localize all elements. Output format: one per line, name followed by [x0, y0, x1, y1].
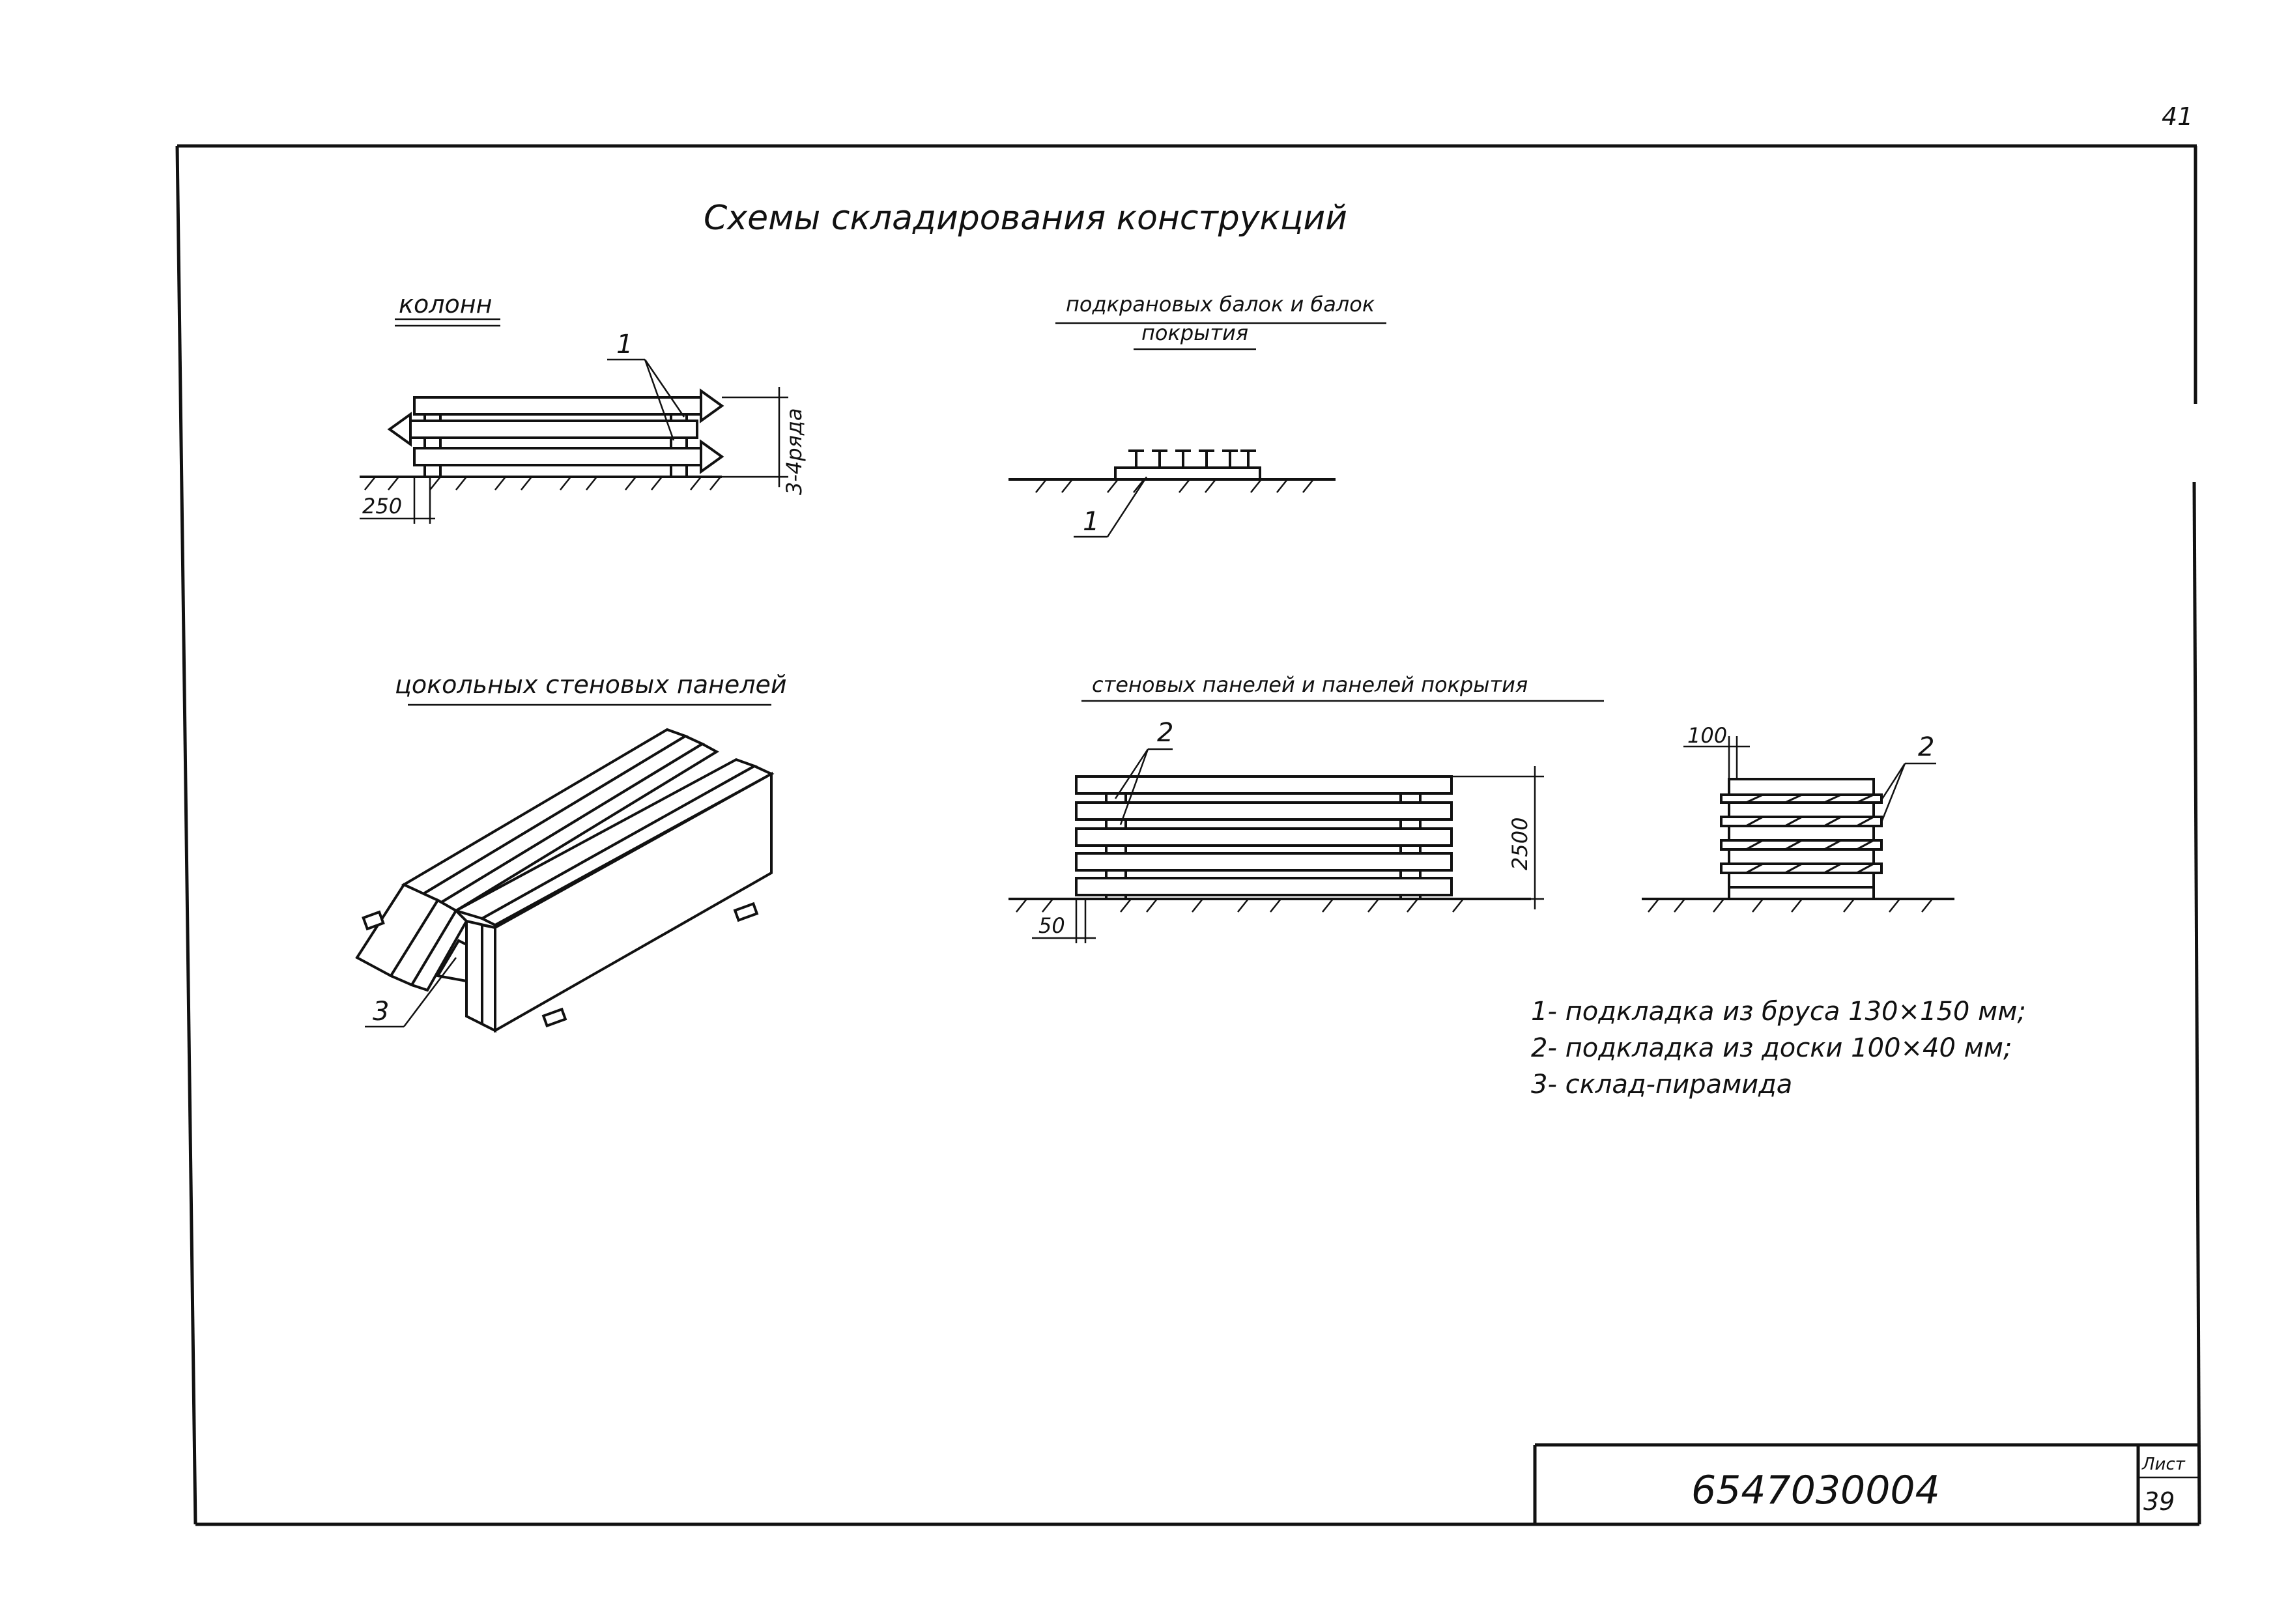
legend-item-1: 1- подкладка из бруса 130×150 мм; [1531, 997, 2026, 1027]
drawing-frame [175, 144, 2201, 1526]
legend: 1- подкладка из бруса 130×150 мм; 2- под… [1531, 997, 2026, 1100]
corner-page-number: 41 [2162, 102, 2193, 131]
beams-section: подкрановых балок и балок покрытия 1 [1008, 292, 1386, 538]
beams-callout-1: 1 [1083, 507, 1099, 537]
wall-panels-offset-label: 50 [1038, 913, 1065, 938]
wall-panels-board-width-label: 100 [1687, 723, 1727, 748]
wall-panels-callout-left: 2 [1157, 718, 1173, 748]
columns-section: колонн 3-4ряда 250 1 [360, 290, 807, 524]
plinth-panels-section: цокольных стеновых панелей 3 [355, 670, 787, 1033]
wall-panels-height-label: 2500 [1508, 818, 1532, 870]
beams-heading-line2: покрытия [1141, 321, 1248, 345]
columns-offset-label: 250 [362, 494, 402, 519]
plinth-panels-heading: цокольных стеновых панелей [395, 670, 787, 699]
legend-item-3: 3- склад-пирамида [1531, 1070, 1792, 1100]
wall-panels-section: стеновых панелей и панелей покрытия 2500… [1008, 672, 1954, 943]
sheet-label: Лист [2141, 1455, 2186, 1474]
plinth-callout-3: 3 [373, 997, 389, 1027]
columns-height-label: 3-4ряда [782, 408, 807, 495]
wall-panels-heading: стеновых панелей и панелей покрытия [1092, 672, 1528, 697]
title-block: 6547030004 Лист 39 [1533, 1443, 2198, 1524]
legend-item-2: 2- подкладка из доски 100×40 мм; [1531, 1033, 2012, 1063]
columns-heading: колонн [399, 290, 492, 319]
doc-code: 6547030004 [1691, 1468, 1940, 1513]
page-title: Схемы складирования конструкций [704, 199, 1347, 238]
wall-panels-callout-right: 2 [1918, 732, 1934, 762]
beams-heading-line1: подкрановых балок и балок [1066, 292, 1375, 317]
columns-callout-1: 1 [616, 330, 633, 360]
sheet-number: 39 [2143, 1487, 2175, 1516]
